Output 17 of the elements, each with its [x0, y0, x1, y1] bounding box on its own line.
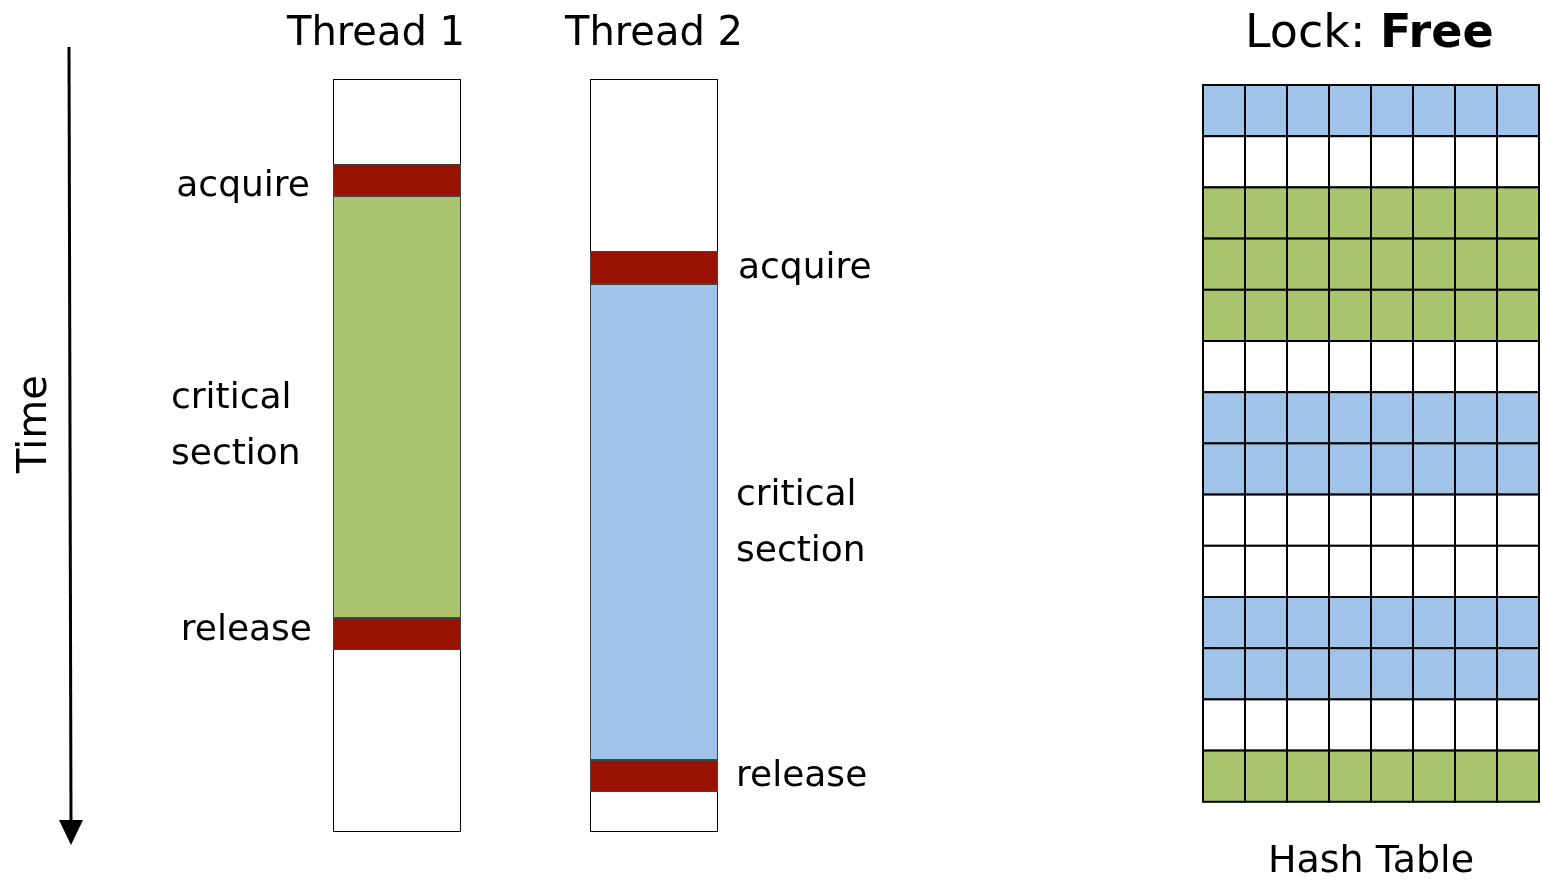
- lock-status: Lock: Free: [1245, 4, 1494, 60]
- table-caption: Hash Table: [1266, 836, 1476, 883]
- step-label: critical section: [736, 471, 867, 571]
- step-label: critical section: [171, 374, 302, 474]
- critical-section-bar: [589, 284, 718, 760]
- column-heading: Thread 2: [564, 7, 744, 56]
- lock-bar: [589, 760, 718, 792]
- step-label: release: [736, 752, 868, 796]
- step-label: acquire: [738, 244, 872, 288]
- column-heading: Thread 1: [286, 7, 466, 56]
- step-label: acquire: [176, 162, 310, 206]
- critical-section-bar: [332, 196, 461, 618]
- lock-bar: [589, 251, 718, 284]
- lock-bar: [332, 618, 461, 650]
- lock-bar: [332, 164, 461, 196]
- step-label: release: [180, 606, 312, 650]
- axis-label: Time: [8, 374, 56, 476]
